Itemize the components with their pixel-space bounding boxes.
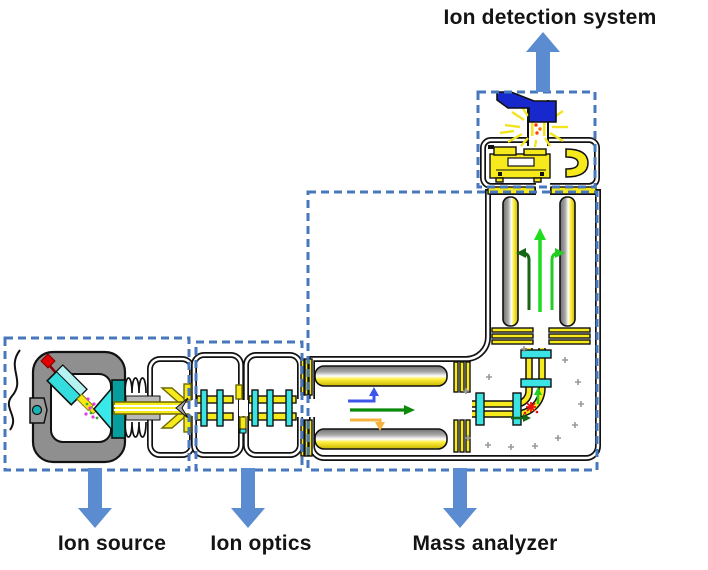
ion-optics-label: Ion optics [210,532,312,555]
fragment-arrow-center [534,228,546,312]
quadrupole-rod [314,428,448,450]
quadrupole-rod-vertical [559,196,576,327]
beam-arrow-blue [348,387,379,403]
transfer-capillary [113,401,183,415]
multipole-lens-2 [248,389,297,427]
ion-detection-up-arrow [526,32,560,92]
bellows-icon [124,421,147,438]
deflector-crescent [565,148,589,178]
ion-source-down-arrow [78,468,112,528]
quadrupole-rod-vertical [502,196,519,327]
ion-path-arrow-in [511,414,531,422]
ion-optics-assembly [196,384,297,434]
electron-multiplier-horn [496,91,557,123]
fragment-arrow-right [550,248,565,310]
mass-analyzer-label: Mass analyzer [412,532,558,555]
charge-plus-marks [463,346,584,450]
fragment-arrow-left [516,248,531,310]
intermediate-lens-plates [491,327,591,345]
ion-detector-assembly [488,91,589,183]
mass-analyzer-region-box [306,190,599,472]
beam-arrow-green [350,405,415,415]
sample-tubing [7,349,21,431]
sample-inlet-diamond-icon [40,353,56,369]
ion-path-arrow-up [534,387,542,404]
ion-source-assembly [7,349,192,464]
ion-optics-down-arrow [231,468,265,528]
quadrupole-rod [314,365,448,387]
conversion-dynode [488,145,551,183]
interquad-aperture [235,384,247,434]
sampling-cone [92,385,113,433]
ion-detection-label: Ion detection system [443,6,657,29]
mass-analyzer-down-arrow [443,468,477,528]
multipole-lens-1 [196,389,234,427]
bellows-icon [124,377,147,394]
rod-clamp [520,378,552,388]
collision-burst-icon [523,402,539,415]
skimmer-assembly [160,383,192,433]
rod-clamp [512,392,522,426]
ion-source-label: Ion source [57,532,167,555]
rod-clamp [520,349,552,359]
rod-clamp [475,392,485,426]
beam-arrow-orange [350,418,385,431]
